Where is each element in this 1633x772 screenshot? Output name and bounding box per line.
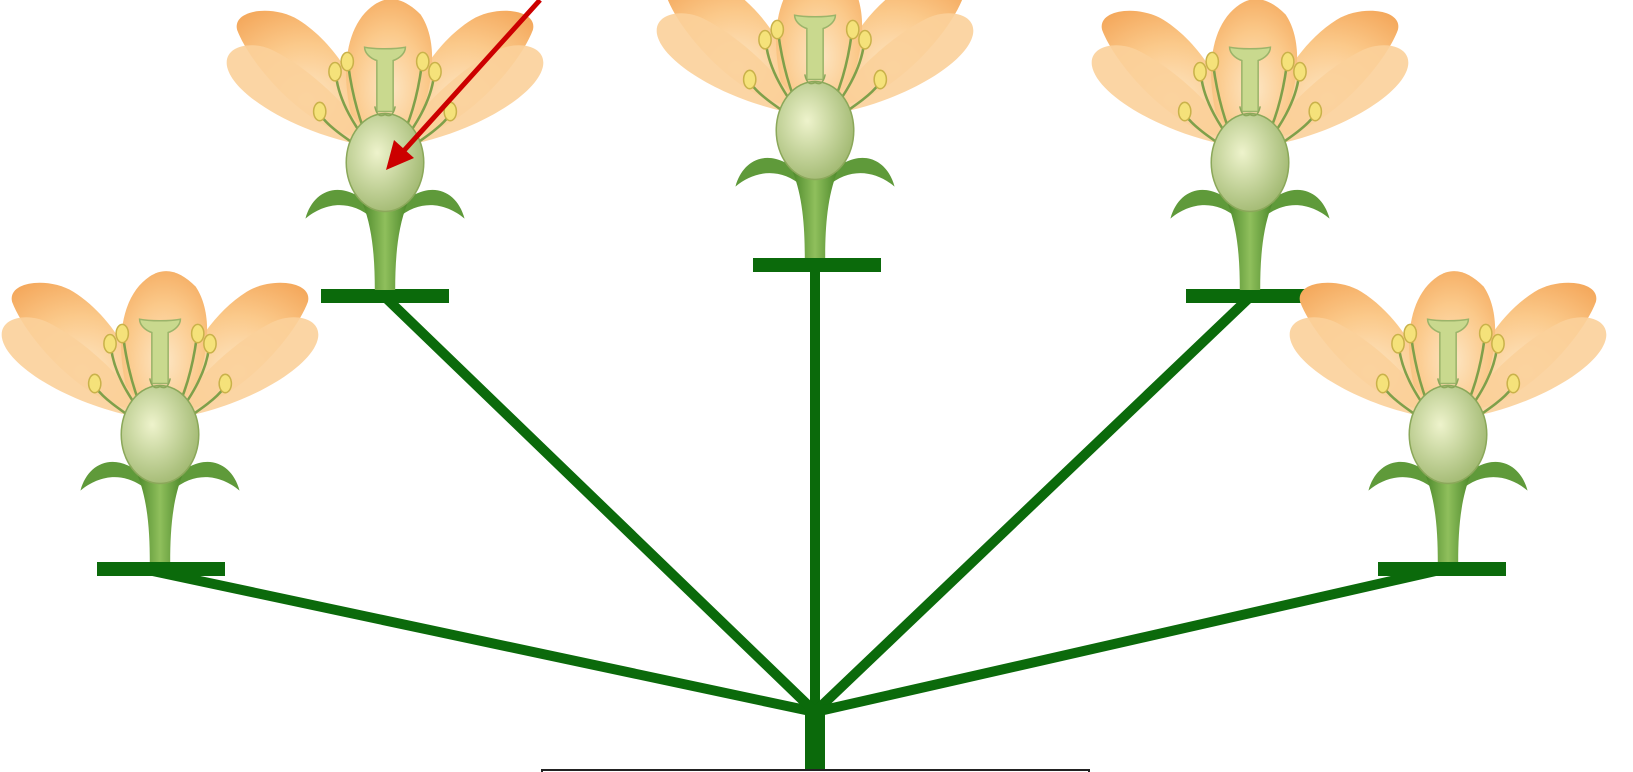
branch-right [815, 297, 1250, 712]
receptacle-center [753, 258, 881, 272]
flower-icon [657, 0, 974, 258]
receptacles [97, 258, 1506, 576]
receptacle-left [321, 289, 449, 303]
flower-icon [227, 0, 544, 290]
flower-icon [1092, 0, 1409, 290]
flowers [2, 0, 1607, 562]
receptacle-far-left [97, 562, 225, 576]
receptacle-far-right [1378, 562, 1506, 576]
receptacle-right [1186, 289, 1314, 303]
peduncle [805, 705, 825, 772]
flower-icon [1290, 271, 1607, 562]
branch-far-left [148, 570, 815, 712]
branch-far-right [815, 570, 1440, 712]
inflorescence-branches [148, 262, 1440, 720]
flower-icon [2, 271, 319, 562]
branch-left [385, 297, 815, 712]
